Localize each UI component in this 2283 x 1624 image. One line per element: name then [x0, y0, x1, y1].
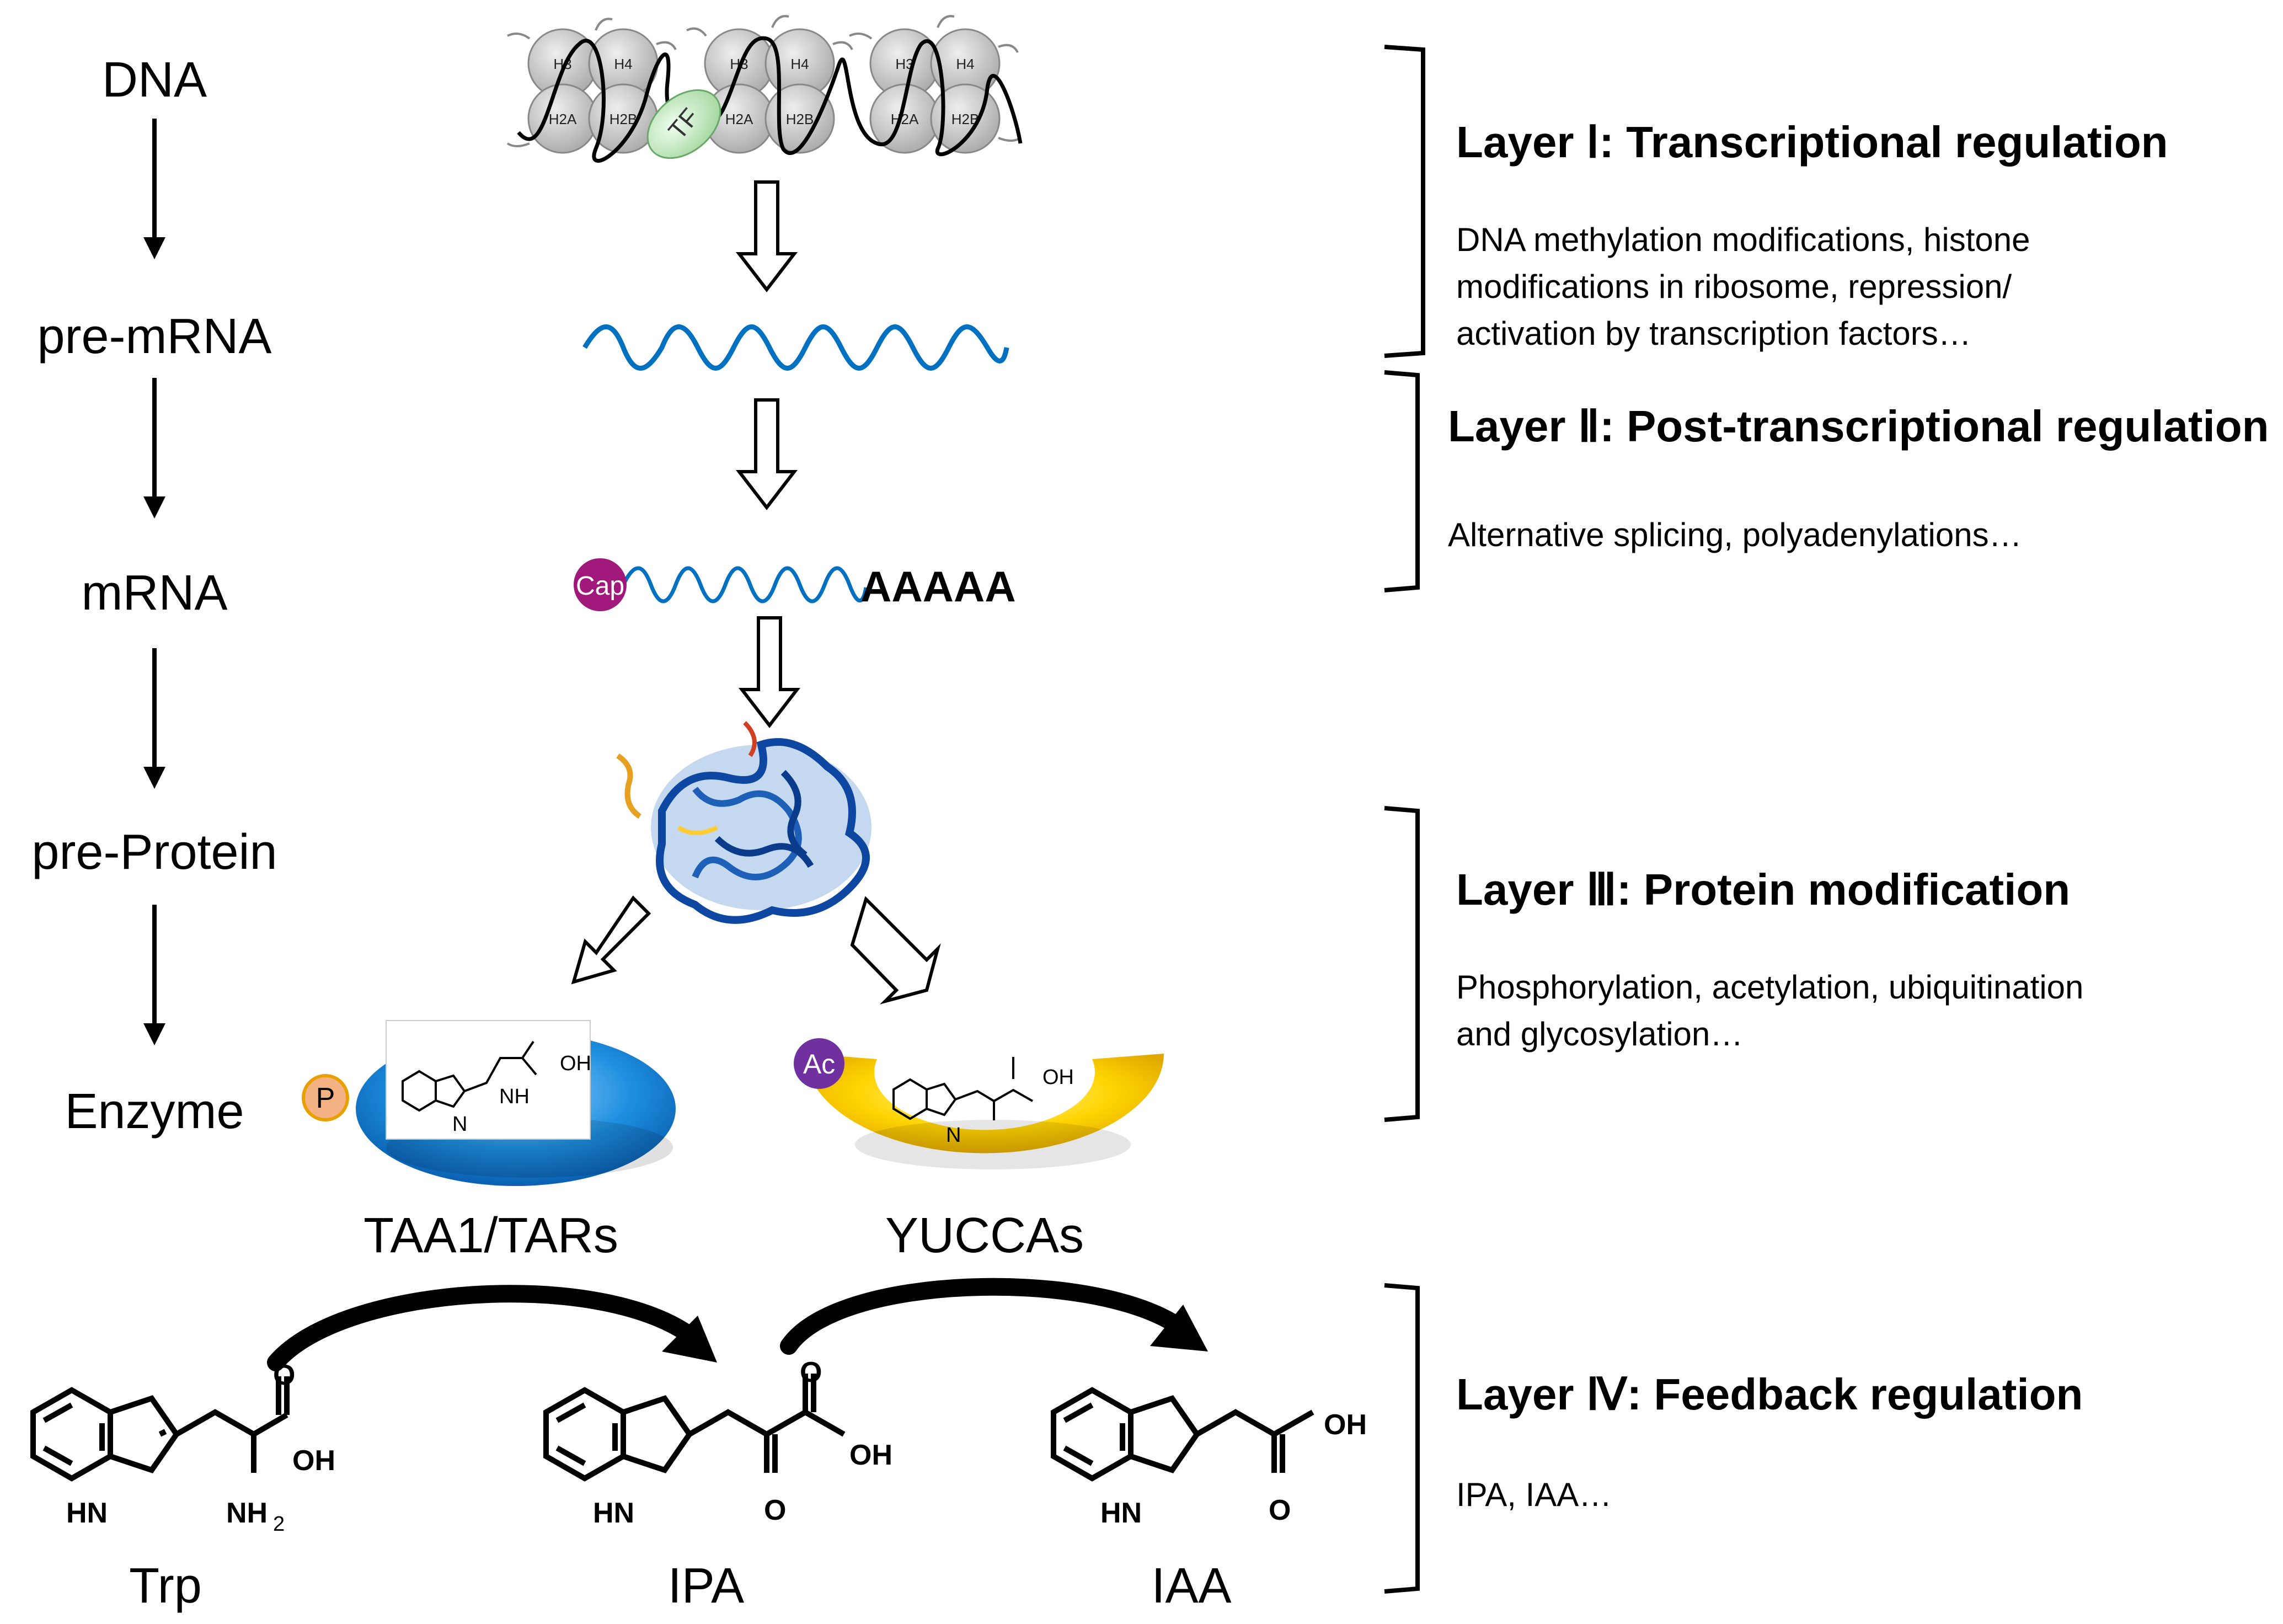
reaction-arrow-head: [662, 1316, 717, 1363]
taa1-enzyme: OH NH N P TAA1/TARs: [302, 1020, 676, 1263]
acetyl-label: Ac: [803, 1049, 835, 1080]
layer-bracket: [1384, 806, 1420, 1122]
ipa-structure: OH O O HN IPA: [543, 1356, 892, 1614]
layer-desc-line: modifications in ribosome, repression/: [1456, 268, 2012, 305]
flow-column: DNA pre-mRNA mRNA pre-Protein Enzyme: [31, 52, 277, 1139]
histone-label: H4: [614, 56, 632, 72]
nucleosome-dna-graphic: H3 H4 H2A H2B H3 H4 H2A H2B H3 H4 H2A H2…: [506, 15, 1023, 163]
taa1-name: TAA1/TARs: [363, 1208, 618, 1263]
layer-3-block: Layer Ⅲ: Protein modification Phosphoryl…: [1384, 806, 2083, 1122]
yucca-name: YUCCAs: [885, 1208, 1084, 1263]
histone-label: H2A: [549, 111, 577, 127]
layer-desc-line: Phosphorylation, acetylation, ubiquitina…: [1456, 969, 2083, 1006]
layer-2-block: Layer Ⅱ: Post-transcriptional regulation…: [1384, 370, 2269, 592]
step-mrna: mRNA: [82, 565, 228, 621]
dna-strand: [517, 36, 1023, 163]
histone-label: H2B: [609, 111, 638, 127]
reaction-arrow-trp-ipa: [267, 1285, 698, 1371]
step-dna: DNA: [102, 52, 207, 108]
nucleosome: H3 H4 H2A H2B: [527, 28, 659, 154]
histone-label: H4: [790, 56, 809, 72]
chem-oh: OH: [560, 1052, 591, 1075]
trp-oh: OH: [292, 1445, 335, 1477]
chem-n: N: [946, 1124, 961, 1147]
pre-mrna-wave: [582, 324, 1009, 371]
layer-title: Layer Ⅱ: Post-transcriptional regulation: [1448, 402, 2269, 451]
ipa-name: IPA: [668, 1558, 744, 1614]
transcription-factor: TF: [646, 89, 721, 159]
layer-4-block: Layer Ⅳ: Feedback regulation IPA, IAA…: [1384, 1283, 2083, 1594]
histone-label: H2B: [786, 111, 814, 127]
nucleosome: H3 H4 H2A H2B: [704, 28, 835, 154]
phospho-label: P: [316, 1082, 335, 1114]
polya-label: AAAAA: [860, 562, 1016, 611]
trp-nh2: NH: [226, 1497, 268, 1529]
hollow-arrow-left: [571, 895, 651, 985]
histone-tails: [506, 15, 1022, 147]
yucca-enzyme: OH N Ac YUCCAs: [794, 1038, 1164, 1263]
iaa-name: IAA: [1151, 1558, 1231, 1614]
layer-desc-line: IPA, IAA…: [1456, 1476, 1612, 1513]
layer-bracket: [1384, 370, 1420, 592]
hollow-arrow: [735, 180, 798, 292]
layer-bracket: [1384, 1283, 1420, 1594]
ipa-small-structure: [892, 1057, 1033, 1120]
layer-bracket: [1384, 45, 1425, 358]
trp-o: O: [273, 1359, 295, 1391]
yucca-ring: [805, 1054, 1164, 1153]
chem-n: N: [452, 1113, 467, 1136]
layer-desc-line: Alternative splicing, polyadenylations…: [1448, 516, 2022, 553]
layer-1-block: Layer Ⅰ: Transcriptional regulation DNA …: [1384, 45, 2168, 358]
acetyl-badge: [794, 1038, 844, 1089]
chem-nh2: NH: [499, 1085, 530, 1108]
ipa-o2: O: [764, 1494, 786, 1526]
cap-label: Cap: [576, 571, 624, 601]
step-enzyme: Enzyme: [65, 1084, 244, 1139]
cap-badge: [574, 558, 627, 611]
trp-nh2-sub: 2: [273, 1513, 285, 1536]
protein-structure: [616, 721, 872, 924]
histone-label: H2A: [725, 111, 753, 127]
nucleosome: H3 H4 H2A H2B: [869, 28, 1001, 154]
layer-title: Layer Ⅰ: Transcriptional regulation: [1456, 117, 2168, 167]
hollow-arrow: [735, 398, 798, 510]
layer-desc-line: and glycosylation…: [1456, 1016, 1743, 1053]
step-pre-protein: pre-Protein: [31, 825, 277, 880]
iaa-o: O: [1269, 1494, 1291, 1526]
layer-desc-line: DNA methylation modifications, histone: [1456, 221, 2030, 258]
mature-mrna: Cap AAAAA: [574, 558, 1016, 611]
histone-label: H4: [956, 56, 974, 72]
trp-name: Trp: [129, 1558, 202, 1614]
iaa-hn: HN: [1100, 1497, 1142, 1529]
iaa-structure: OH O HN IAA: [1051, 1387, 1367, 1614]
hollow-arrow-right: [850, 896, 941, 1005]
layer-title: Layer Ⅳ: Feedback regulation: [1456, 1370, 2083, 1419]
ipa-hn: HN: [593, 1497, 634, 1529]
trp-structure: OH O HN NH 2 Trp: [30, 1359, 335, 1614]
ipa-oh: OH: [849, 1439, 892, 1471]
layer-title: Layer Ⅲ: Protein modification: [1456, 865, 2070, 914]
trp-small-structure: [402, 1040, 537, 1112]
reaction-arrow-head: [1150, 1305, 1208, 1351]
ipa-o: O: [800, 1356, 822, 1388]
mrna-wave: [621, 566, 868, 603]
chem-oh: OH: [1042, 1066, 1074, 1089]
step-pre-mrna: pre-mRNA: [37, 309, 271, 364]
layer-desc-line: activation by transcription factors…: [1456, 315, 1971, 352]
histone-label: H2A: [891, 111, 919, 127]
trp-hn: HN: [66, 1497, 108, 1529]
reaction-arrow-ipa-iaa: [780, 1278, 1184, 1355]
iaa-oh: OH: [1324, 1409, 1367, 1441]
hollow-arrow: [738, 616, 801, 728]
phospho-badge: [302, 1074, 349, 1121]
